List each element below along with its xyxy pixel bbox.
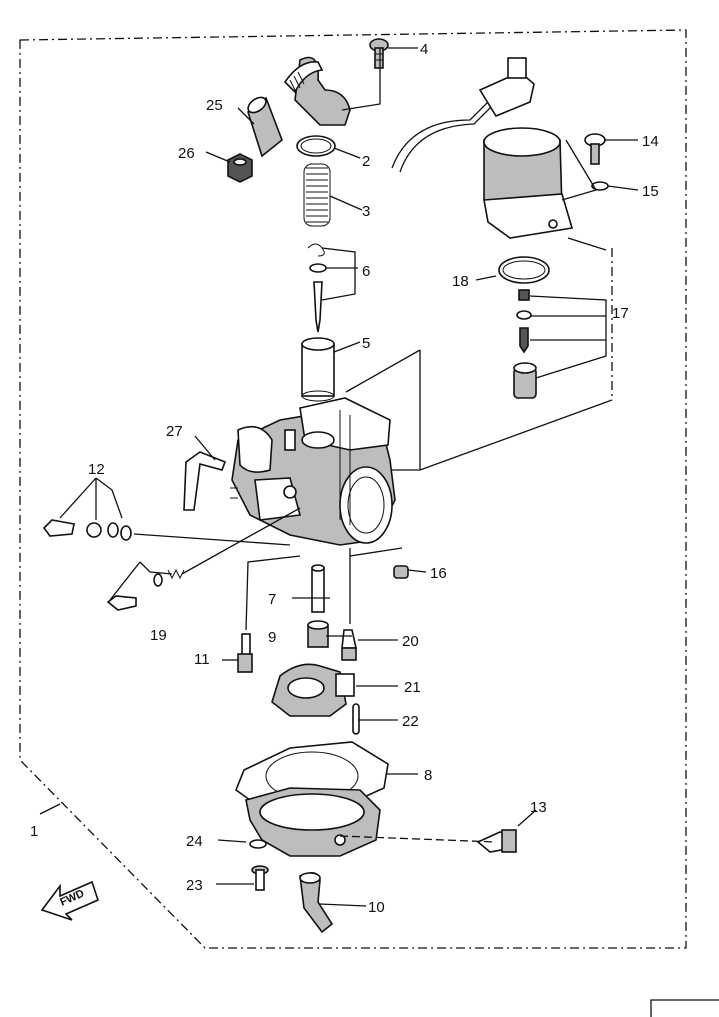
needle-jet-7: [311, 564, 325, 613]
callout-10: 10: [368, 899, 385, 916]
pilot-jet-11: [237, 633, 253, 673]
washer-24: [249, 839, 267, 849]
starter-solenoid: [391, 57, 574, 239]
callout-24: 24: [186, 833, 203, 850]
nut-26: [227, 153, 253, 183]
throttle-slide-5: [301, 337, 335, 402]
washer-15: [591, 181, 609, 191]
pilot-screw-set-12: [42, 519, 132, 541]
callout-5: 5: [362, 335, 370, 352]
air-screw-set-19: [106, 568, 185, 611]
callout-3: 3: [362, 203, 370, 220]
callout-14: 14: [642, 133, 659, 150]
callout-20: 20: [402, 633, 419, 650]
float-pin-22: [352, 703, 360, 735]
fwd-arrow-icon: FWD: [40, 880, 99, 921]
callout-26: 26: [178, 145, 195, 162]
callout-8: 8: [424, 767, 432, 784]
leader-lines: [39, 47, 639, 907]
callout-19: 19: [150, 627, 167, 644]
callout-11: 11: [194, 651, 210, 668]
callout-23: 23: [186, 877, 203, 894]
callout-4: 4: [420, 41, 428, 58]
callout-7: 7: [268, 591, 276, 608]
hose-27: [183, 451, 227, 511]
callout-25: 25: [206, 97, 223, 114]
callout-22: 22: [402, 713, 419, 730]
callout-21: 21: [404, 679, 421, 696]
page-corner-mark: [650, 999, 719, 1017]
float-bowl: [245, 787, 381, 857]
float-21: [271, 663, 355, 717]
plunger-set-17: [513, 289, 537, 399]
screw-23: [251, 865, 269, 891]
float-valve-20: [341, 629, 357, 661]
carburetor-body: [230, 397, 396, 546]
oring-18: [498, 256, 550, 284]
screw-16: [393, 565, 409, 579]
callout-9: 9: [268, 629, 276, 646]
callout-16: 16: [430, 565, 447, 582]
carb-top-cap: [283, 56, 351, 126]
drain-screw-13: [476, 829, 517, 853]
callout-1: 1: [30, 823, 38, 840]
main-jet-9: [307, 620, 329, 648]
callout-27: 27: [166, 423, 183, 440]
spring-3: [303, 163, 331, 227]
jet-needle-6: [307, 243, 327, 333]
screw-14: [584, 133, 606, 165]
hose-25: [247, 96, 283, 158]
callout-12: 12: [88, 461, 105, 478]
callout-18: 18: [452, 273, 469, 290]
oring-2: [296, 135, 336, 157]
drain-hose-10: [299, 872, 334, 934]
callout-2: 2: [362, 153, 370, 170]
screw-4: [369, 38, 389, 69]
callout-17: 17: [612, 305, 629, 322]
assembly-boundary: [19, 29, 687, 949]
callout-6: 6: [362, 263, 370, 280]
callout-15: 15: [642, 183, 659, 200]
callout-13: 13: [530, 799, 547, 816]
